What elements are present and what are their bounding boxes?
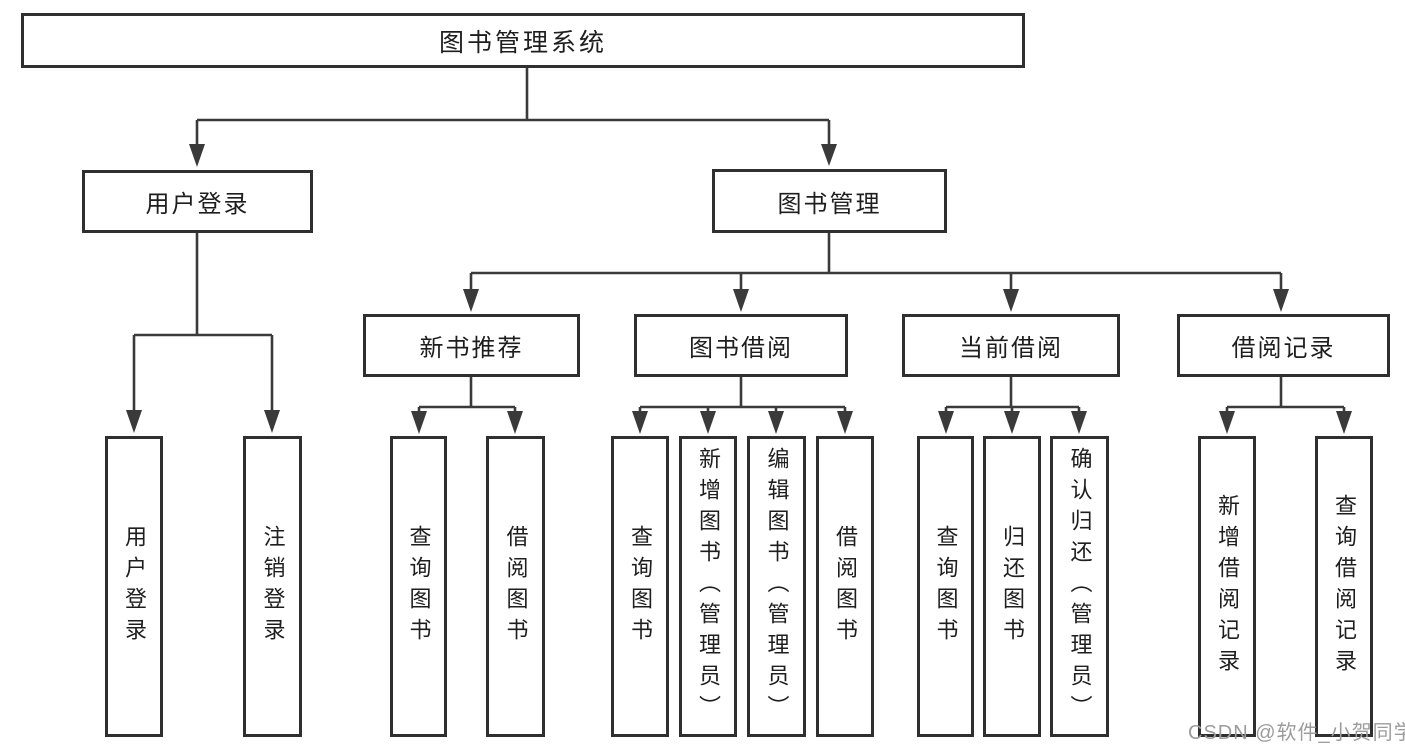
leaf-cur-return-books-label: 归还图书 xyxy=(1000,524,1025,649)
leaf-bw-add-books: 新增图书（管理员） xyxy=(679,436,737,737)
leaf-logout: 注销登录 xyxy=(243,436,302,737)
leaf-user-login-label: 用户登录 xyxy=(122,524,147,649)
leaf-rec-add-record: 新增借阅记录 xyxy=(1198,436,1256,737)
leaf-bw-edit-books-label: 编辑图书（管理员） xyxy=(764,447,790,726)
leaf-bw-edit-books: 编辑图书（管理员） xyxy=(747,436,806,737)
leaf-bw-borrow-books: 借阅图书 xyxy=(816,436,874,737)
leaf-cur-return-books: 归还图书 xyxy=(983,436,1041,737)
leaf-nb-borrow-books-label: 借阅图书 xyxy=(503,524,529,649)
node-new-book-recommend: 新书推荐 xyxy=(363,314,580,377)
leaf-rec-query-record-label: 查询借阅记录 xyxy=(1332,493,1357,680)
leaf-logout-label: 注销登录 xyxy=(260,524,286,649)
leaf-cur-confirm-return: 确认归还（管理员） xyxy=(1050,436,1109,737)
csdn-watermark: CSDN @软件_小贺同学 xyxy=(1188,722,1405,744)
leaf-user-login: 用户登录 xyxy=(105,436,163,737)
leaf-cur-query-books: 查询图书 xyxy=(917,436,974,737)
leaf-nb-query-books: 查询图书 xyxy=(390,436,447,737)
leaf-nb-query-books-label: 查询图书 xyxy=(406,524,432,649)
leaf-bw-borrow-books-label: 借阅图书 xyxy=(833,524,858,649)
leaf-bw-query-books: 查询图书 xyxy=(611,436,669,737)
leaf-nb-borrow-books: 借阅图书 xyxy=(486,436,545,737)
node-book-borrow: 图书借阅 xyxy=(634,314,848,377)
node-borrow-records: 借阅记录 xyxy=(1177,314,1390,377)
node-current-borrow: 当前借阅 xyxy=(902,314,1120,377)
node-user-login: 用户登录 xyxy=(82,170,313,233)
leaf-rec-add-record-label: 新增借阅记录 xyxy=(1215,493,1240,680)
leaf-rec-query-record: 查询借阅记录 xyxy=(1315,436,1373,737)
leaf-cur-confirm-return-label: 确认归还（管理员） xyxy=(1067,447,1093,726)
leaf-cur-query-books-label: 查询图书 xyxy=(933,524,959,649)
leaf-bw-add-books-label: 新增图书（管理员） xyxy=(696,447,721,726)
node-book-management: 图书管理 xyxy=(712,169,947,233)
leaf-bw-query-books-label: 查询图书 xyxy=(628,524,653,649)
node-root-library-system: 图书管理系统 xyxy=(21,13,1025,68)
